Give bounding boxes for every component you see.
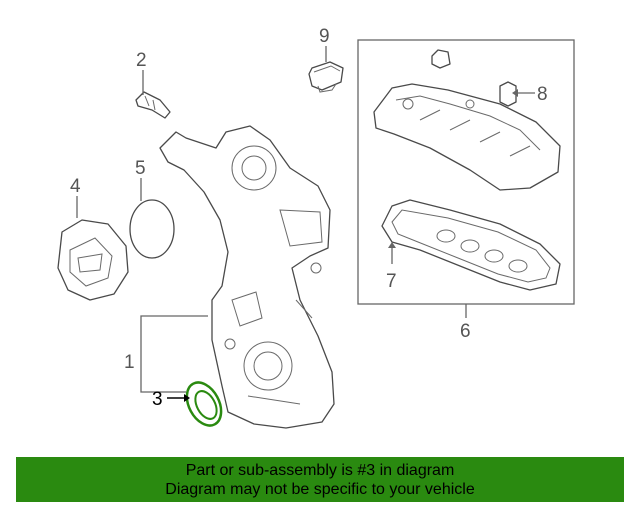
timing-cover-part[interactable] bbox=[159, 125, 335, 429]
callout-1-label: 1 bbox=[124, 352, 135, 373]
cylinder-head-cover-part[interactable] bbox=[373, 83, 561, 191]
callout-1-bracket bbox=[140, 315, 208, 393]
callout-6-label: 6 bbox=[460, 321, 471, 342]
callout-2-label: 2 bbox=[136, 50, 147, 71]
crankshaft-seal-part[interactable] bbox=[180, 377, 228, 432]
sensor-part[interactable] bbox=[135, 91, 171, 119]
oil-filler-plug-part[interactable] bbox=[431, 49, 451, 69]
callout-4-label: 4 bbox=[70, 176, 81, 197]
grommet-part[interactable] bbox=[499, 81, 517, 107]
footer-line-2: Diagram may not be specific to your vehi… bbox=[165, 481, 475, 498]
footer-banner: Part or sub-assembly is #3 in diagram Di… bbox=[16, 457, 624, 502]
footer-line-1: Part or sub-assembly is #3 in diagram bbox=[185, 462, 455, 479]
callout-3-label: 3 bbox=[152, 389, 163, 410]
pump-part[interactable] bbox=[57, 219, 129, 301]
parts-diagram: 9 2 5 4 1 3 bbox=[57, 26, 575, 432]
head-cover-gasket-part[interactable] bbox=[381, 199, 561, 291]
callout-3-arrowhead bbox=[184, 394, 190, 402]
o-ring-part[interactable] bbox=[129, 199, 175, 259]
callout-5-label: 5 bbox=[135, 158, 146, 179]
oil-filler-cap-part[interactable] bbox=[308, 61, 344, 93]
callout-9-label: 9 bbox=[319, 26, 330, 47]
callout-8-label: 8 bbox=[537, 84, 548, 105]
callout-8-arrowhead bbox=[512, 89, 518, 97]
callout-7-arrowhead bbox=[388, 242, 396, 248]
callout-7-label: 7 bbox=[386, 271, 397, 292]
